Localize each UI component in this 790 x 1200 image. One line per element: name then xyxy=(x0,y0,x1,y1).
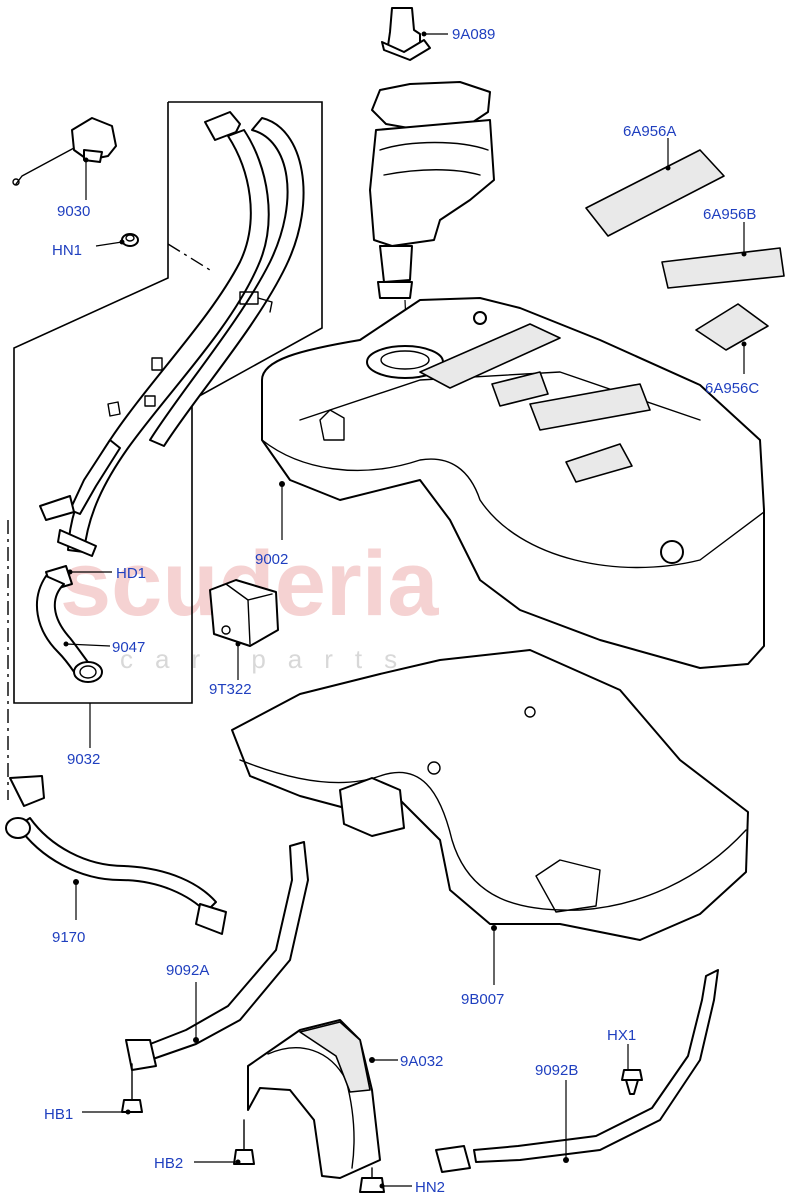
label-hb1[interactable]: HB1 xyxy=(44,1106,73,1123)
label-9t322[interactable]: 9T322 xyxy=(209,681,252,698)
label-9170[interactable]: 9170 xyxy=(52,929,85,946)
fuel-pump-module xyxy=(369,81,495,373)
pad-6a956a xyxy=(585,149,725,237)
filler-assembly-frame xyxy=(7,101,323,800)
label-hb2[interactable]: HB2 xyxy=(154,1155,183,1172)
heat-shield xyxy=(231,649,749,985)
shield-9a032 xyxy=(247,1019,398,1179)
strap-9092a xyxy=(125,841,309,1071)
label-6a956c[interactable]: 6A956C xyxy=(705,380,759,397)
grommet-hn1 xyxy=(121,233,139,247)
label-hx1[interactable]: HX1 xyxy=(607,1027,636,1044)
fuel-feed-hose xyxy=(5,775,227,935)
vent-hose xyxy=(35,565,103,683)
leader-lines xyxy=(63,31,747,1189)
label-9092b[interactable]: 9092B xyxy=(535,1062,578,1079)
label-9a032[interactable]: 9A032 xyxy=(400,1053,443,1070)
label-9b007[interactable]: 9B007 xyxy=(461,991,504,1008)
label-hn2[interactable]: HN2 xyxy=(415,1179,445,1196)
fuel-cap xyxy=(12,117,117,186)
pad-6a956b xyxy=(661,247,785,289)
label-9092a[interactable]: 9092A xyxy=(166,962,209,979)
label-9002[interactable]: 9002 xyxy=(255,551,288,568)
filler-neck-pipe xyxy=(39,111,305,557)
part-labels: 9A089 9030 HN1 6A956A 6A956B 6A956C 9002… xyxy=(44,26,759,1196)
bracket-9t322 xyxy=(209,579,279,647)
pad-6a956c xyxy=(695,303,769,351)
strap-9092b xyxy=(435,969,719,1173)
label-6a956a[interactable]: 6A956A xyxy=(623,123,676,140)
label-9a089[interactable]: 9A089 xyxy=(452,26,495,43)
fuel-tank xyxy=(261,297,765,669)
clip-hx1 xyxy=(621,1069,643,1095)
label-hd1[interactable]: HD1 xyxy=(116,565,146,582)
insulation-pads xyxy=(585,149,785,351)
bolt-hb2 xyxy=(233,1119,255,1165)
label-9030[interactable]: 9030 xyxy=(57,203,90,220)
fuel-sender-connector xyxy=(381,7,431,61)
watermark-tagline: car parts xyxy=(120,644,419,674)
nut-hn2 xyxy=(359,1167,385,1193)
label-9047[interactable]: 9047 xyxy=(112,639,145,656)
label-9032[interactable]: 9032 xyxy=(67,751,100,768)
label-6a956b[interactable]: 6A956B xyxy=(703,206,756,223)
bolt-hb1 xyxy=(121,1063,143,1113)
label-hn1[interactable]: HN1 xyxy=(52,242,82,259)
